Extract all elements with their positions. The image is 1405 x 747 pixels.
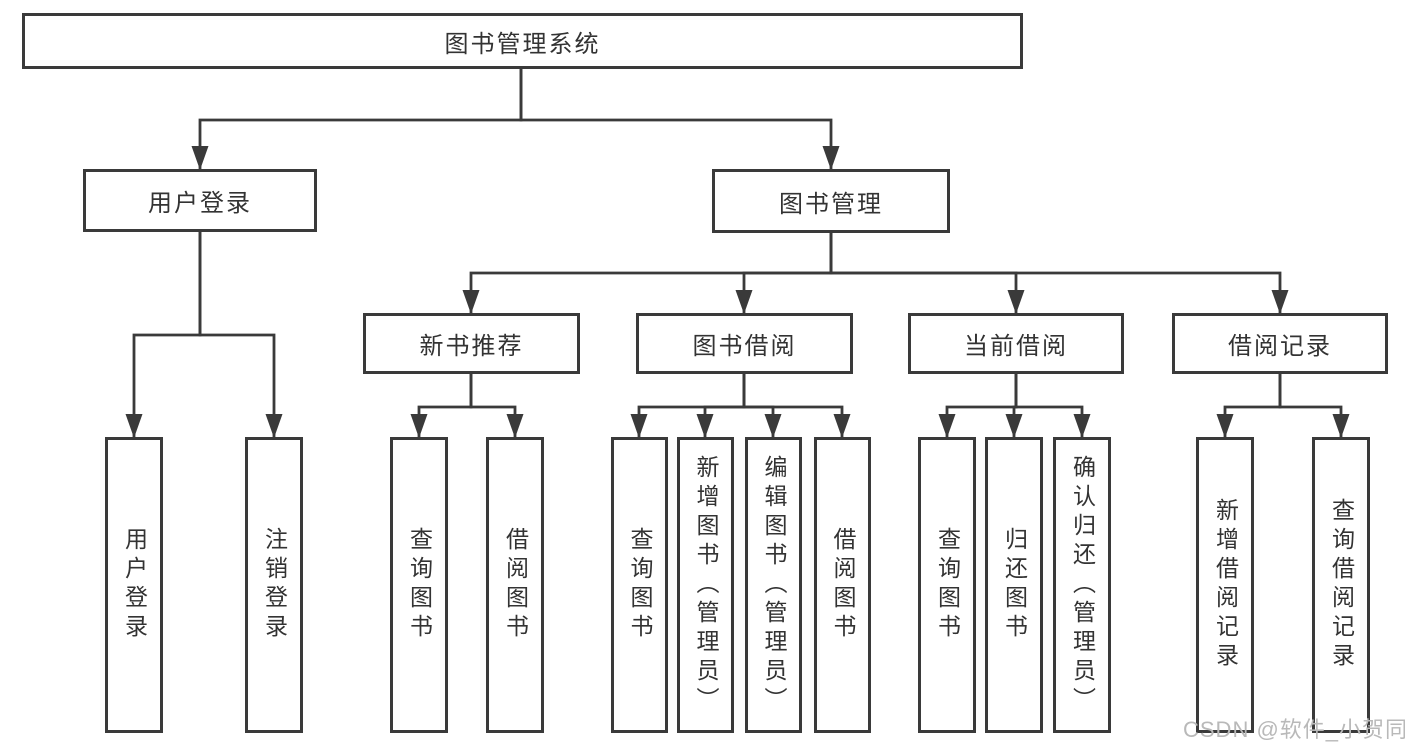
node-root-system: 图书管理系统 — [22, 13, 1023, 69]
leaf-borrowing-edit-admin: 编辑图书（管理员） — [745, 437, 802, 733]
connector-book-mgmt-to-level3 — [462, 233, 1289, 314]
leaf-current-confirm-return-admin: 确认归还（管理员） — [1053, 437, 1111, 733]
leaf-label: 注销登录 — [261, 527, 288, 643]
leaf-label: 新增借阅记录 — [1212, 498, 1239, 672]
leaf-label: 新增图书（管理员） — [693, 454, 719, 716]
connector-records-to-leaves — [1216, 374, 1350, 438]
leaf-label: 编辑图书（管理员） — [761, 454, 787, 716]
connector-root-to-level2 — [191, 69, 840, 170]
leaf-label: 借阅图书 — [830, 527, 856, 643]
leaf-label: 查询图书 — [934, 527, 961, 643]
leaf-label: 借阅图书 — [502, 527, 529, 643]
connector-borrowing-to-leaves — [630, 374, 851, 438]
leaf-new-books-query: 查询图书 — [390, 437, 448, 733]
leaf-label: 查询借阅记录 — [1328, 498, 1355, 672]
leaf-current-return: 归还图书 — [985, 437, 1043, 733]
node-current-borrowing: 当前借阅 — [908, 313, 1124, 374]
node-label: 图书借阅 — [692, 333, 797, 360]
node-book-management: 图书管理 — [712, 169, 950, 233]
node-label: 借阅记录 — [1228, 333, 1332, 360]
node-label: 当前借阅 — [964, 333, 1068, 360]
leaf-borrowing-borrow: 借阅图书 — [814, 437, 871, 733]
node-label: 图书管理 — [779, 190, 883, 218]
node-label: 用户登录 — [148, 190, 252, 217]
leaf-label: 用户登录 — [121, 527, 148, 643]
node-borrowing-records: 借阅记录 — [1172, 313, 1388, 374]
node-label: 图书管理系统 — [444, 30, 601, 58]
leaf-borrowing-add-admin: 新增图书（管理员） — [677, 437, 734, 733]
leaf-records-query: 查询借阅记录 — [1312, 437, 1370, 733]
node-user-login: 用户登录 — [83, 169, 317, 232]
node-new-book-recommend: 新书推荐 — [363, 313, 580, 374]
connector-user-login-to-leaves — [125, 232, 283, 438]
connector-current-to-leaves — [938, 374, 1091, 438]
node-label: 新书推荐 — [419, 333, 524, 360]
leaf-new-books-borrow: 借阅图书 — [486, 437, 544, 733]
csdn-watermark: CSDN @软件_小贺同学 — [1183, 717, 1405, 742]
leaf-label: 查询图书 — [406, 527, 433, 643]
leaf-records-add: 新增借阅记录 — [1196, 437, 1254, 733]
leaf-borrowing-query: 查询图书 — [611, 437, 668, 733]
leaf-logout: 注销登录 — [245, 437, 303, 733]
connector-new-books-to-leaves — [410, 374, 524, 438]
node-book-borrowing: 图书借阅 — [636, 313, 853, 374]
leaf-current-query: 查询图书 — [918, 437, 976, 733]
leaf-label: 确认归还（管理员） — [1069, 454, 1096, 716]
leaf-label: 查询图书 — [627, 527, 653, 643]
leaf-user-login: 用户登录 — [105, 437, 163, 733]
leaf-label: 归还图书 — [1001, 527, 1028, 643]
